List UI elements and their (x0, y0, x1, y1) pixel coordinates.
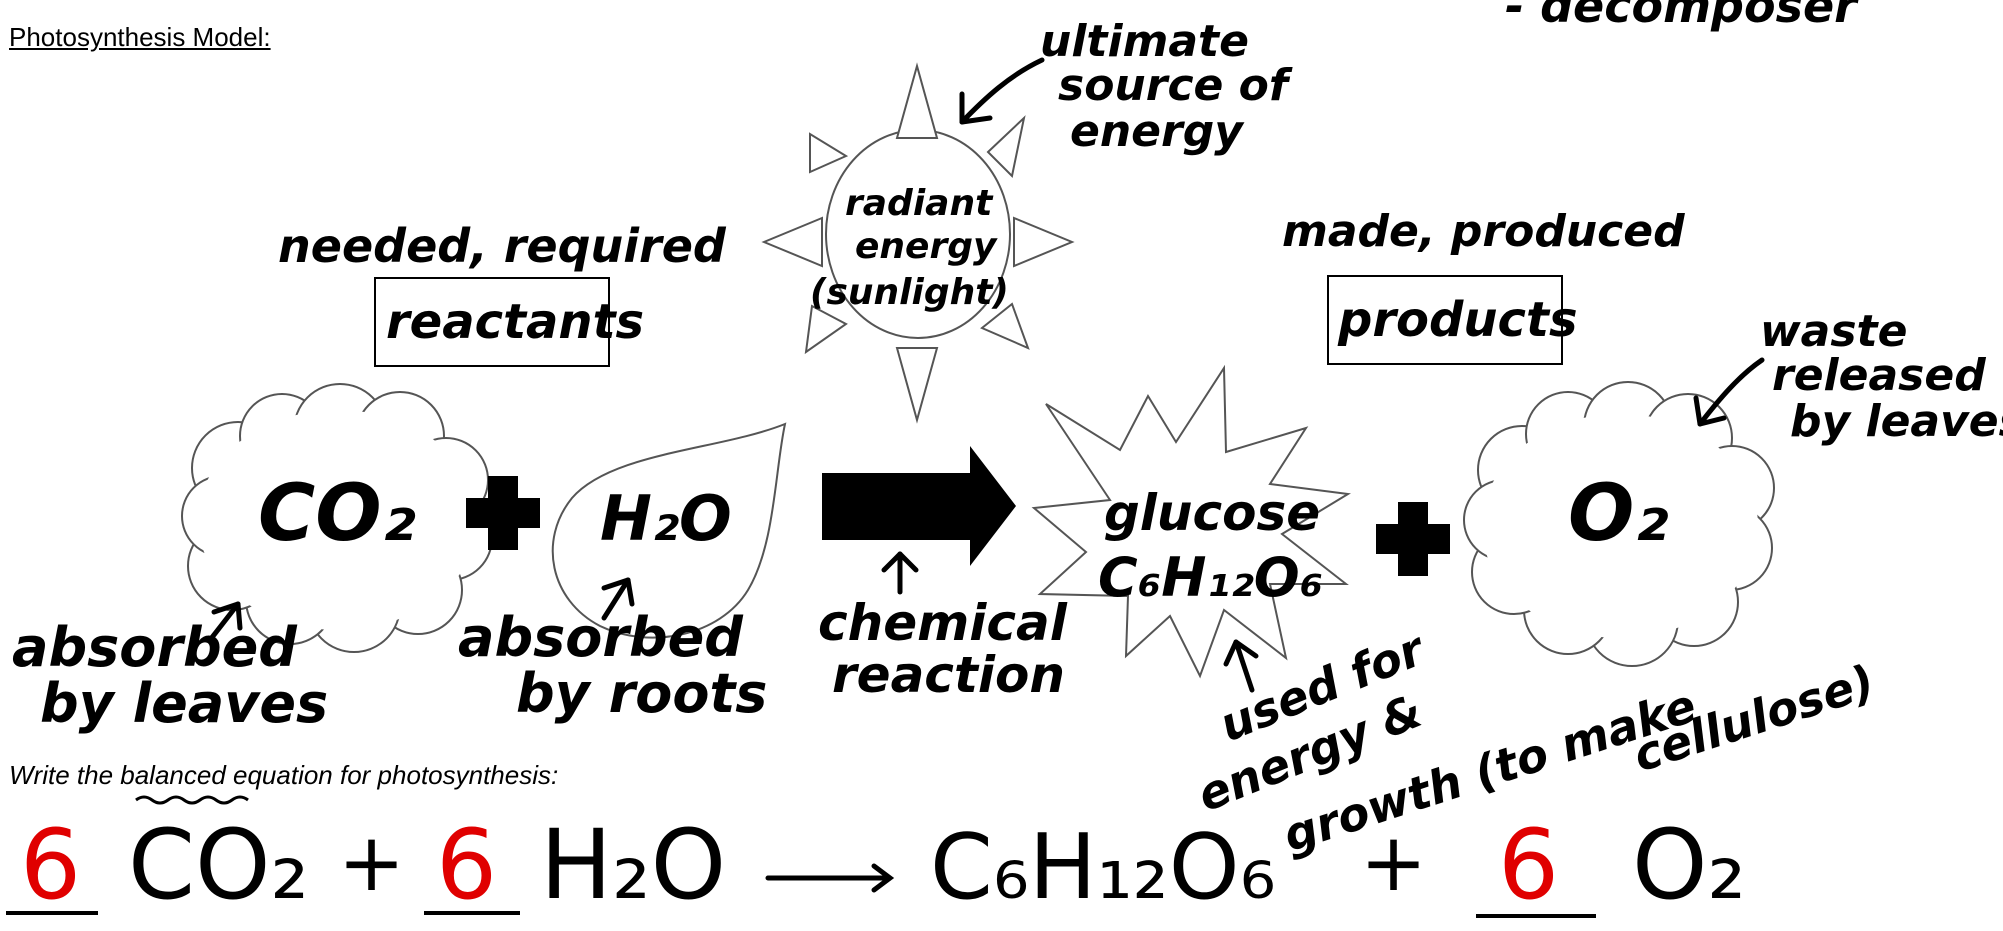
coefficient-o2: 6 (1498, 809, 1559, 921)
equation-arrow-icon (765, 863, 895, 893)
equation-h2o: H₂O (540, 809, 726, 921)
sun-label: radiant energy (sunlight) (810, 183, 1009, 313)
reactants-box (374, 277, 610, 367)
glucose-use-arrow (1223, 639, 1259, 693)
equation-plus: + (1360, 816, 1427, 909)
glucose-label: glucose (1104, 484, 1320, 542)
svg-text:released: released (1772, 350, 1986, 401)
svg-text:cellulose): cellulose) (1627, 654, 1881, 783)
svg-text:by leaves: by leaves (1790, 396, 2003, 447)
absorbed-leaves-arrow (207, 601, 243, 643)
products-box (1327, 275, 1563, 365)
svg-text:reaction: reaction (832, 646, 1065, 704)
equation-o2: O₂ (1632, 809, 1746, 921)
needed-required-label: needed, required (278, 219, 727, 273)
plus-icon (1376, 502, 1450, 576)
svg-text:energy: energy (1070, 106, 1245, 157)
svg-text:by leaves: by leaves (40, 672, 328, 735)
glucose-formula-label: C₆H₁₂O₆ (1098, 546, 1323, 609)
equation-plus: + (338, 816, 405, 909)
balanced-squiggle (135, 795, 249, 805)
absorbed-roots-arrow (601, 577, 635, 621)
co2-label: CO₂ (258, 469, 416, 559)
plus-icon (466, 476, 540, 550)
made-produced-label: made, produced (1282, 206, 1685, 257)
svg-text:waste: waste (1760, 306, 1907, 357)
svg-text:absorbed: absorbed (458, 606, 744, 669)
glucose-starburst-icon (1031, 364, 1351, 679)
products-label: products (1337, 292, 1578, 348)
svg-text:ultimate: ultimate (1040, 16, 1249, 67)
svg-text:chemical: chemical (818, 594, 1068, 652)
reaction-arrow-icon (822, 446, 1016, 566)
equation-glucose: C₆H₁₂O₆ (930, 815, 1276, 920)
coefficient-h2o: 6 (436, 809, 497, 921)
absorbed-roots-label: absorbed by roots (458, 606, 767, 725)
svg-text:radiant: radiant (845, 183, 994, 224)
page-title: Photosynthesis Model: (9, 22, 271, 52)
chemical-reaction-arrow (881, 551, 919, 595)
o2-label: O₂ (1568, 469, 1668, 559)
svg-text:by roots: by roots (516, 662, 767, 725)
sun-icon (761, 62, 1075, 424)
ultimate-source-label: ultimate source of energy (1040, 16, 1293, 157)
coefficient-co2: 6 (20, 809, 81, 921)
equation-prompt: Write the balanced equation for photosyn… (9, 760, 559, 790)
svg-text:(sunlight): (sunlight) (810, 272, 1009, 313)
svg-text:absorbed: absorbed (12, 616, 298, 679)
reactants-label: reactants (386, 294, 644, 350)
waste-arrow (1693, 357, 1765, 427)
absorbed-leaves-label: absorbed by leaves (12, 616, 328, 735)
chemical-reaction-label: chemical reaction (818, 594, 1068, 704)
svg-text:energy: energy (855, 226, 998, 267)
decomposer-note: - decomposer (1505, 0, 1860, 33)
waste-label: waste released by leaves (1760, 306, 2003, 447)
balanced-equation: 6 CO₂ + 6 H₂O C₆H₁₂O₆ + 6 O₂ (6, 809, 1746, 921)
h2o-label: H₂O (600, 482, 732, 555)
svg-text:source of: source of (1058, 60, 1293, 111)
ultimate-arrow (959, 57, 1045, 125)
equation-co2: CO₂ (128, 809, 309, 921)
